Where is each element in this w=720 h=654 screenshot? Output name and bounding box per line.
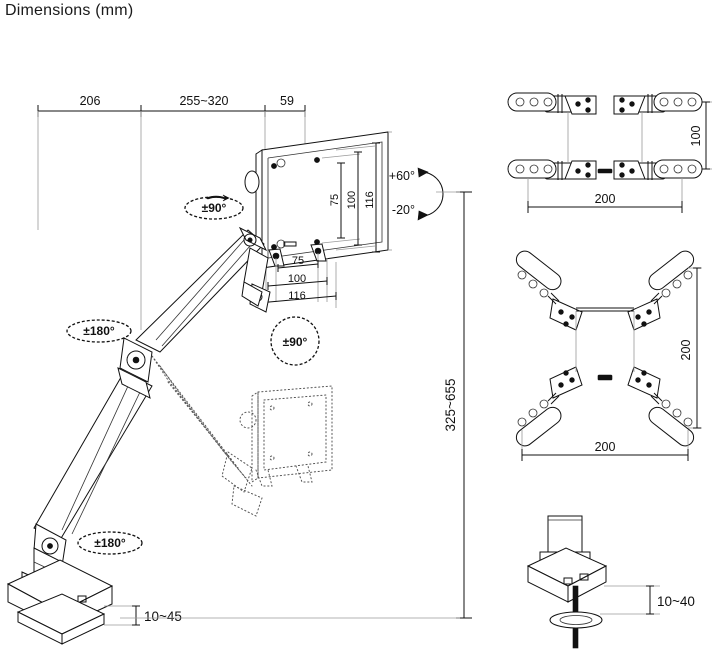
desk-clamp-base: [6, 547, 114, 645]
top-dimension-chain: 206 255~320 59: [37, 94, 306, 330]
vesa-angled-width-label: 200: [595, 440, 616, 454]
grommet-mount-view: 10~40: [526, 515, 695, 649]
vesa-vertical-dimensions: 75 100 116: [321, 131, 392, 253]
vesa-v-116: 116: [364, 191, 376, 209]
ghost-lowered-position: [151, 355, 333, 517]
clamp-thickness-label: 10~45: [144, 609, 182, 624]
monitor-mount-plate: [244, 131, 389, 273]
rotation-badge-screen-pivot: ±90°: [270, 316, 320, 366]
rotation-label-3: ±180°: [94, 536, 126, 550]
upper-gas-spring-arm: [119, 226, 271, 383]
vesa-angled-height-label: 200: [679, 340, 693, 361]
vesa-flat-height-label: 100: [689, 126, 703, 147]
tilt-down-label: -20°: [392, 203, 415, 217]
dim-label-59: 59: [280, 94, 294, 108]
vesa-horizontal-dimensions: 75 100 116: [255, 253, 337, 308]
vesa-flat-width-label: 200: [595, 192, 616, 206]
dim-label-reach: 255~320: [179, 94, 228, 108]
overall-height-label: 325~655: [443, 379, 458, 432]
tilt-up-label: +60°: [389, 169, 415, 183]
rotation-label-1: ±180°: [83, 324, 115, 338]
overall-height-dimension: 325~655: [120, 191, 472, 619]
lower-arm: [33, 367, 153, 567]
rotation-label-2: ±90°: [283, 335, 308, 349]
rotation-badge-base: ±180°: [77, 531, 143, 555]
vesa-h-75: 75: [292, 255, 304, 267]
vesa-h-116: 116: [288, 290, 306, 302]
rotation-label-0: ±90°: [202, 201, 227, 215]
dim-label-206: 206: [80, 94, 101, 108]
rotation-badge-screen-swivel: ±90°: [184, 194, 244, 220]
rotation-badge-upper-arm: ±180°: [66, 319, 132, 343]
clamp-thickness-dimension: 10~45: [104, 605, 182, 626]
grommet-thickness-label: 10~40: [657, 594, 695, 609]
vesa-h-100: 100: [288, 273, 306, 285]
tilt-angle-indicator: +60° -20°: [389, 167, 444, 221]
vesa-v-100: 100: [346, 191, 358, 209]
vesa-adapter-angled-view: 200 200: [515, 250, 702, 461]
vesa-adapter-flat-view: 100 200: [507, 92, 712, 213]
page-title: Dimensions (mm): [5, 2, 134, 19]
vesa-v-75: 75: [329, 194, 341, 206]
